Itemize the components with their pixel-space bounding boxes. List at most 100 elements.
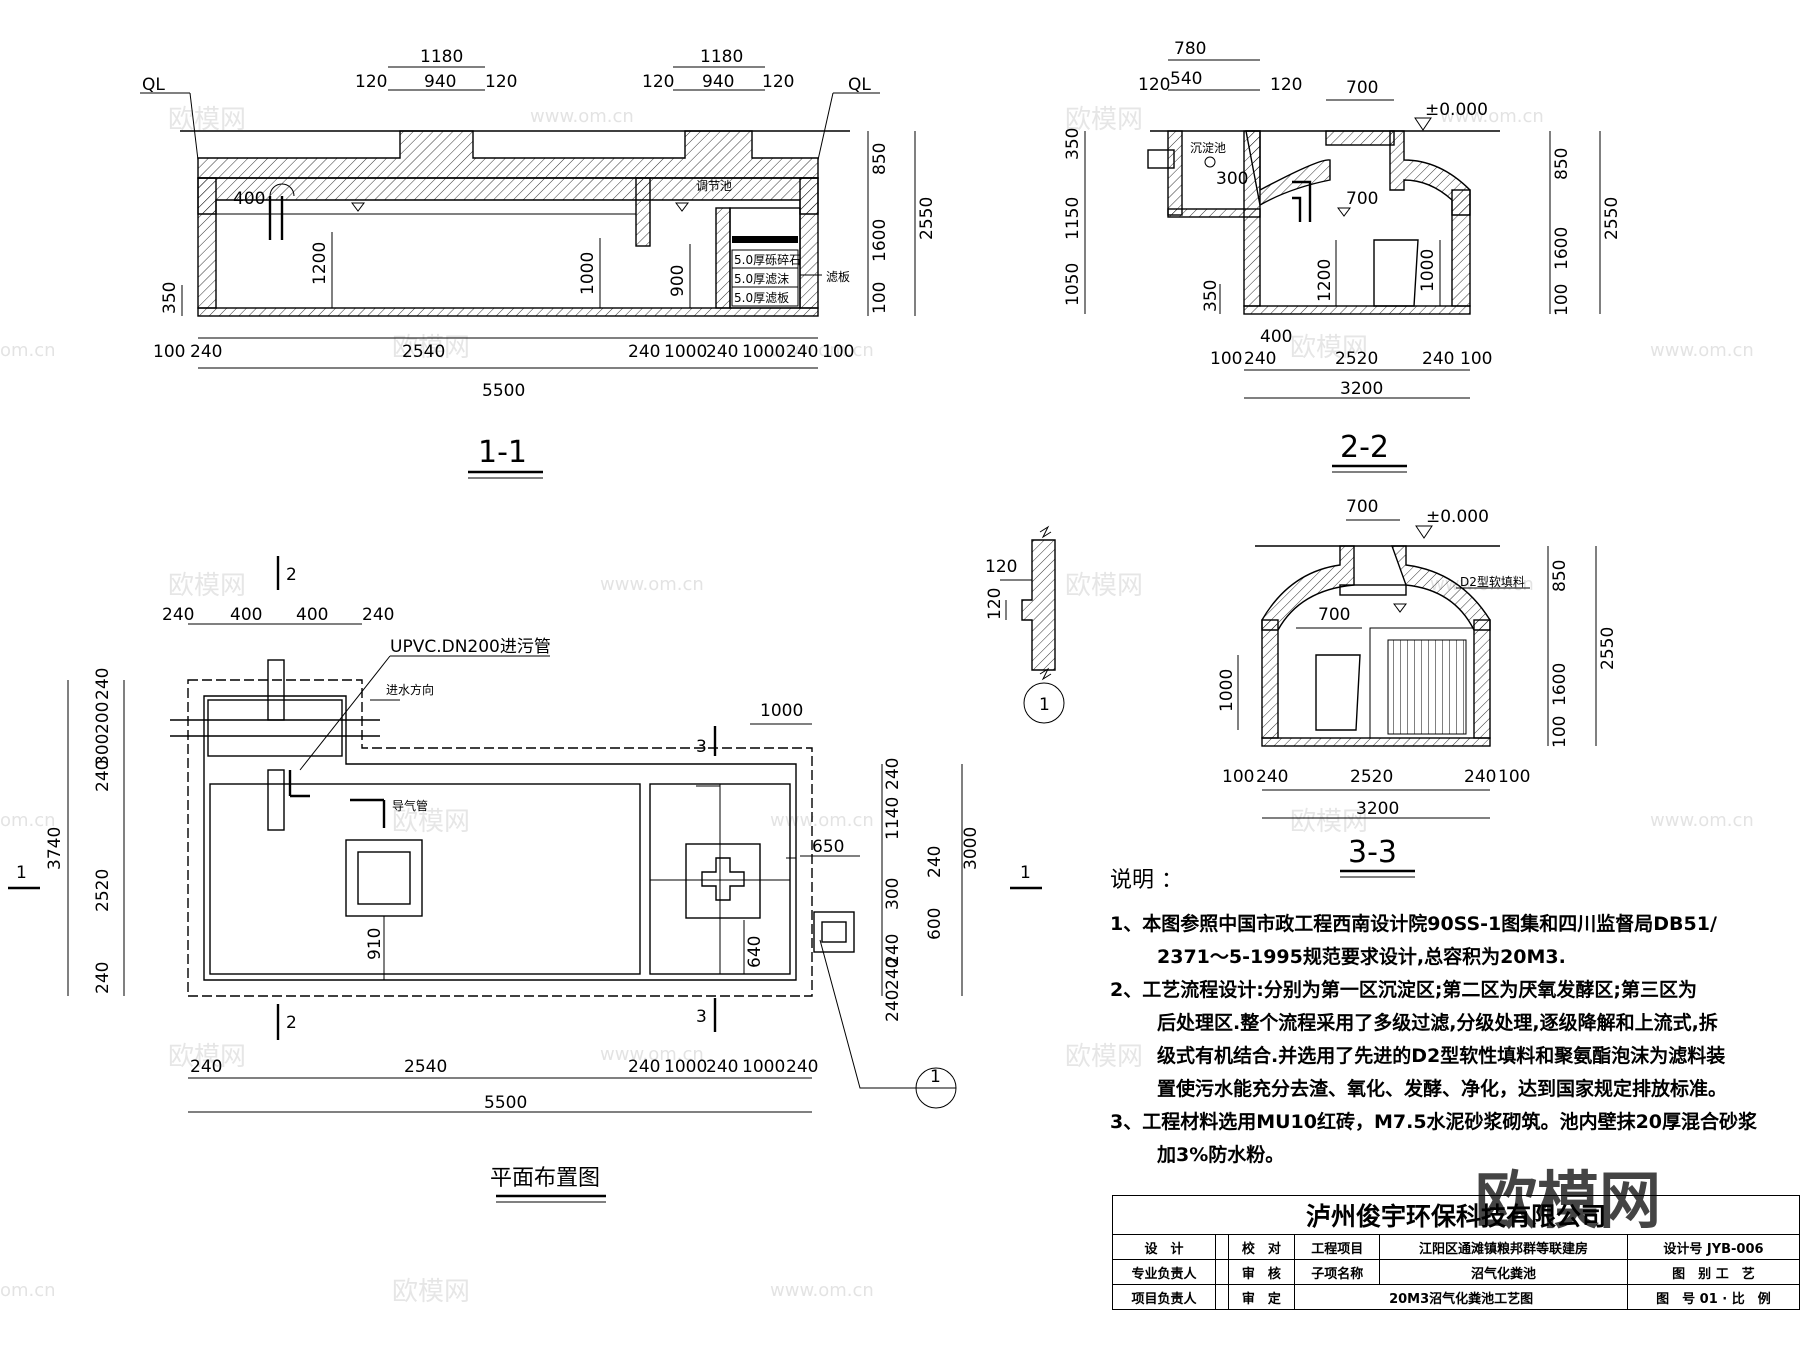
svg-text:650: 650 xyxy=(812,837,844,857)
svg-text:om.cn: om.cn xyxy=(0,1280,56,1301)
svg-text:350: 350 xyxy=(1201,280,1221,312)
svg-text:3: 3 xyxy=(696,1007,707,1027)
svg-text:200: 200 xyxy=(93,702,113,734)
svg-text:±0.000: ±0.000 xyxy=(1426,507,1489,527)
svg-text:100: 100 xyxy=(1222,767,1254,787)
svg-text:1600: 1600 xyxy=(1552,227,1572,270)
svg-text:240: 240 xyxy=(786,1057,818,1077)
svg-text:1: 1 xyxy=(930,1067,941,1087)
svg-text:1: 1 xyxy=(1020,863,1031,883)
note-2: 2、工艺流程设计:分别为第一区沉淀区;第二区为厌氧发酵区;第三区为 xyxy=(1110,979,1698,1001)
svg-text:100: 100 xyxy=(1550,716,1570,748)
svg-text:3: 3 xyxy=(696,737,707,757)
svg-text:欧模网: 欧模网 xyxy=(1065,105,1143,135)
svg-text:欧模网: 欧模网 xyxy=(1065,1042,1143,1072)
section-3-3: ±0.000 700 D2型软填料 700 1000 850 1600 100 … xyxy=(1217,497,1618,878)
svg-text:100: 100 xyxy=(1552,284,1572,316)
svg-text:350: 350 xyxy=(160,282,180,314)
svg-text:240: 240 xyxy=(883,758,903,790)
svg-text:240: 240 xyxy=(883,990,903,1022)
svg-text:850: 850 xyxy=(870,143,890,175)
check-label: 校 对 xyxy=(1227,1234,1296,1260)
note-1-cont: 2371～5-1995规范要求设计,总容积为20M3. xyxy=(1157,946,1566,968)
svg-text:1000: 1000 xyxy=(664,342,707,362)
plan-title: 平面布置图 xyxy=(490,1166,600,1191)
svg-text:1000: 1000 xyxy=(578,252,598,295)
plan-view: 导气管 UPVC.DN200进污管 进水方向 2 2 3 3 1 1 240 4… xyxy=(8,556,1042,1203)
svg-text:240: 240 xyxy=(786,342,818,362)
svg-text:欧模网: 欧模网 xyxy=(392,807,470,837)
svg-text:240: 240 xyxy=(628,1057,660,1077)
svg-text:QL: QL xyxy=(142,75,165,95)
svg-text:300: 300 xyxy=(93,734,113,766)
svg-text:欧模网: 欧模网 xyxy=(1290,807,1368,837)
svg-text:欧模网: 欧模网 xyxy=(168,571,246,601)
svg-text:100: 100 xyxy=(1460,349,1492,369)
svg-text:100: 100 xyxy=(1498,767,1530,787)
svg-text:240: 240 xyxy=(706,1057,738,1077)
drawing-number: 图 号 01 · 比 例 xyxy=(1626,1284,1800,1310)
svg-text:240: 240 xyxy=(93,760,113,792)
svg-text:www.om.cn: www.om.cn xyxy=(530,106,634,127)
svg-text:780: 780 xyxy=(1174,39,1206,59)
svg-text:2: 2 xyxy=(286,565,297,585)
svg-text:2: 2 xyxy=(286,1013,297,1033)
svg-text:欧模网: 欧模网 xyxy=(392,1277,470,1307)
svg-text:www.om.cn: www.om.cn xyxy=(600,1044,704,1065)
svg-text:3200: 3200 xyxy=(1340,379,1383,399)
svg-text:350: 350 xyxy=(1063,128,1083,160)
svg-text:1000: 1000 xyxy=(1217,669,1237,712)
detail-1: 120 120 1 xyxy=(985,525,1065,724)
svg-text:1180: 1180 xyxy=(700,47,743,67)
svg-text:120: 120 xyxy=(985,557,1017,577)
design-label: 设 计 xyxy=(1112,1234,1216,1260)
svg-text:1: 1 xyxy=(1039,695,1050,715)
svg-text:240: 240 xyxy=(1256,767,1288,787)
svg-text:540: 540 xyxy=(1170,69,1202,89)
title-block: 泸州俊宇环保科技有限公司 设 计 校 对 工程项目 江阳区通滩镇粮邦群等联建房 … xyxy=(1112,1195,1800,1347)
note-3-cont: 加3%防水粉。 xyxy=(1157,1144,1285,1166)
svg-text:120: 120 xyxy=(1138,75,1170,95)
svg-text:240: 240 xyxy=(362,605,394,625)
svg-text:1180: 1180 xyxy=(420,47,463,67)
svg-text:1000: 1000 xyxy=(742,342,785,362)
svg-text:240: 240 xyxy=(93,962,113,994)
svg-text:欧模网: 欧模网 xyxy=(168,1042,246,1072)
svg-text:www.om.cn: www.om.cn xyxy=(770,1280,874,1301)
svg-text:2520: 2520 xyxy=(93,869,113,912)
design-number: 设计号 JYB-006 xyxy=(1626,1234,1800,1260)
svg-text:120: 120 xyxy=(485,72,517,92)
notes-title: 说明 ： xyxy=(1110,868,1183,893)
svg-text:1600: 1600 xyxy=(870,219,890,262)
svg-text:120: 120 xyxy=(1270,75,1302,95)
svg-text:940: 940 xyxy=(702,72,734,92)
svg-text:850: 850 xyxy=(1550,560,1570,592)
svg-text:www.om.cn: www.om.cn xyxy=(1650,810,1754,831)
svg-text:910: 910 xyxy=(365,928,385,960)
svg-text:3000: 3000 xyxy=(961,827,981,870)
svg-text:240: 240 xyxy=(706,342,738,362)
svg-text:240: 240 xyxy=(883,958,903,990)
svg-text:导气管: 导气管 xyxy=(392,798,428,813)
svg-text:调节池: 调节池 xyxy=(696,179,732,193)
svg-text:5500: 5500 xyxy=(484,1093,527,1113)
drawing-category: 图 别 工 艺 xyxy=(1626,1259,1800,1285)
svg-text:5.0厚滤板: 5.0厚滤板 xyxy=(734,291,789,305)
svg-text:240: 240 xyxy=(190,342,222,362)
note-2-cont: 级式有机结合.并选用了先进的D2型软性填料和聚氨酯泡沫为滤料装 xyxy=(1157,1045,1726,1067)
svg-text:om.cn: om.cn xyxy=(0,340,56,361)
svg-text:700: 700 xyxy=(1318,605,1350,625)
project-label: 工程项目 xyxy=(1294,1234,1381,1260)
svg-text:2540: 2540 xyxy=(404,1057,447,1077)
svg-text:850: 850 xyxy=(1552,148,1572,180)
svg-text:2550: 2550 xyxy=(917,197,937,240)
svg-text:1050: 1050 xyxy=(1063,263,1083,306)
svg-text:1150: 1150 xyxy=(1063,197,1083,240)
svg-text:3740: 3740 xyxy=(45,827,65,870)
svg-text:240: 240 xyxy=(1422,349,1454,369)
svg-text:400: 400 xyxy=(296,605,328,625)
svg-text:240: 240 xyxy=(1464,767,1496,787)
drawing-title: 20M3沼气化粪池工艺图 xyxy=(1294,1284,1628,1310)
svg-text:QL: QL xyxy=(848,75,871,95)
svg-text:D2型软填料: D2型软填料 xyxy=(1460,575,1525,589)
